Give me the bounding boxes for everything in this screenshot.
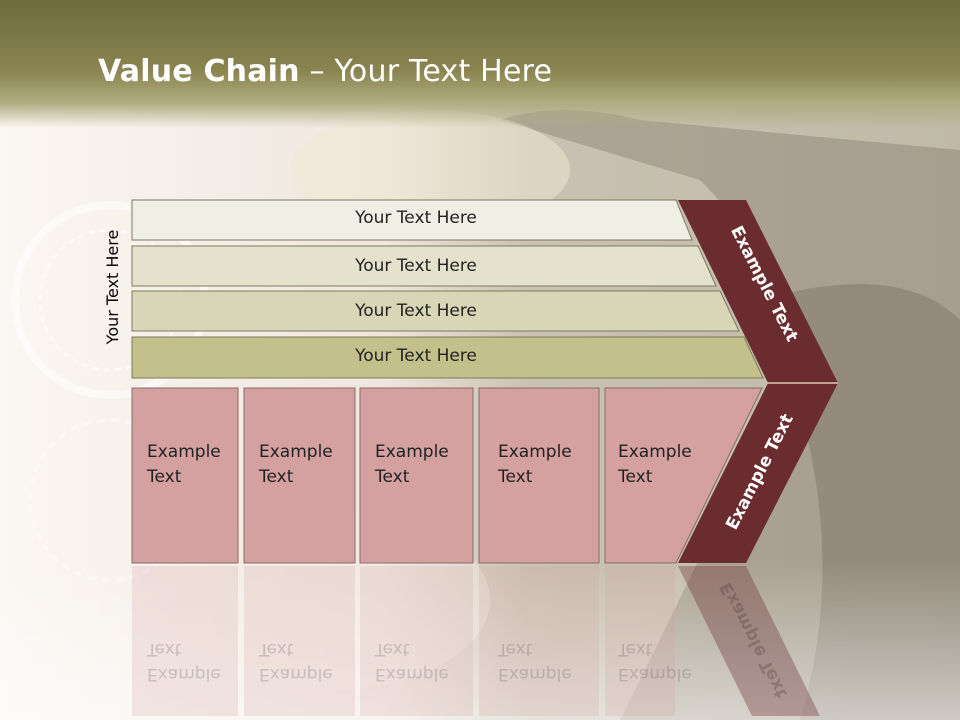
box-2-reflection xyxy=(244,566,355,716)
title-rest: – Your Text Here xyxy=(299,54,553,89)
row-4-shape xyxy=(131,336,764,379)
chevron-shape xyxy=(678,200,838,563)
box-3-reflection xyxy=(360,566,473,716)
box-2-shape xyxy=(243,387,356,564)
box-4-reflection xyxy=(479,566,599,716)
row-1-label: Your Text Here xyxy=(355,208,477,228)
row-2-shape xyxy=(131,245,717,287)
box-4-shape xyxy=(478,387,600,564)
row-4-label: Your Text Here xyxy=(355,346,477,366)
chevron-reflection xyxy=(678,566,820,716)
title-bold: Value Chain xyxy=(98,54,300,89)
slide-title: Value Chain – Your Text Here xyxy=(98,54,552,89)
box-1-shape xyxy=(131,387,239,564)
box-3-shape xyxy=(359,387,474,564)
box-1-reflection xyxy=(132,566,238,716)
row-1-shape xyxy=(131,199,693,241)
row-3-label: Your Text Here xyxy=(355,301,477,321)
box-5-reflection xyxy=(605,566,675,716)
header-bar xyxy=(0,0,960,128)
box-5-shape xyxy=(604,387,763,564)
row-2-label: Your Text Here xyxy=(355,256,477,276)
row-3-shape xyxy=(131,290,740,332)
